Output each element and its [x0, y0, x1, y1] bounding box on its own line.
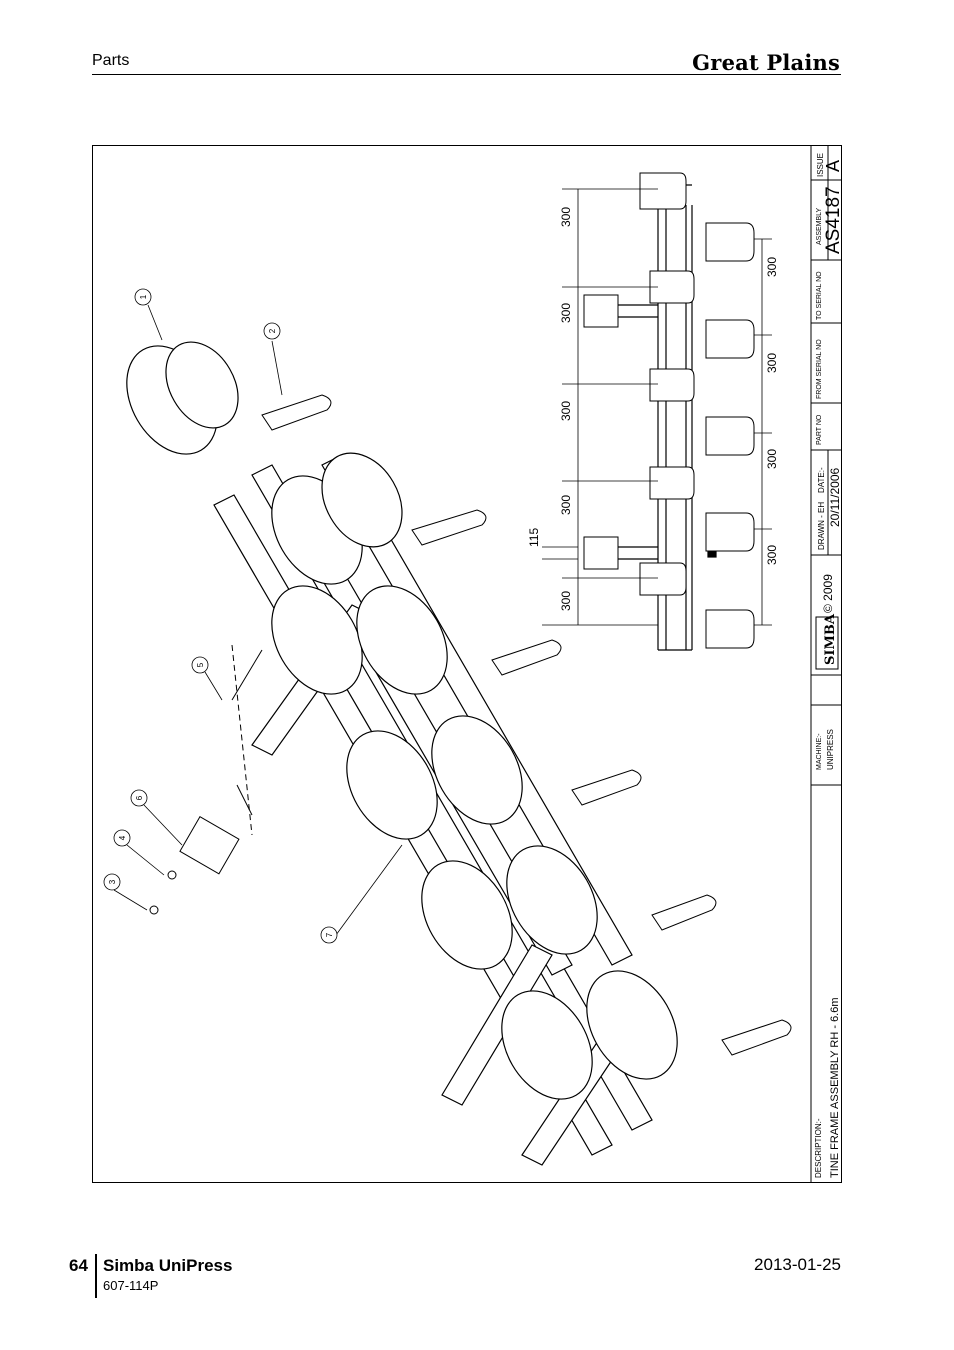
- svg-text:SIMBA: SIMBA: [823, 613, 838, 665]
- balloon-2: 2: [268, 328, 277, 333]
- title-date-label: DATE:-: [817, 467, 826, 493]
- balloon-7: 7: [325, 932, 334, 937]
- title-drawn-label: DRAWN - EH: [817, 502, 826, 550]
- page-number: 64: [69, 1256, 88, 1275]
- title-block: [810, 145, 842, 1183]
- title-to-serial-label: TO SERIAL NO: [816, 271, 823, 320]
- dim-offset: 115: [527, 528, 541, 547]
- balloon-4: 4: [118, 835, 127, 840]
- balloon-1: 1: [139, 294, 148, 299]
- plan-view-tines: [639, 172, 755, 649]
- leader-lines: [113, 304, 403, 936]
- simba-logo: SIMBA: [815, 613, 839, 670]
- dim-left-3: 300: [559, 401, 573, 421]
- fixing-parts: [149, 644, 263, 915]
- dim-right-1: 300: [765, 257, 779, 277]
- dimension-lines: [542, 188, 772, 626]
- title-description-label: DESCRIPTION:-: [814, 1118, 823, 1178]
- title-assembly-number: AS4187: [823, 186, 842, 254]
- dim-right-3: 300: [765, 449, 779, 469]
- dim-left-2: 300: [559, 303, 573, 323]
- title-machine-label: MACHINE:-: [816, 733, 823, 770]
- title-issue-label: ISSUE: [816, 153, 825, 177]
- drawing-border: [92, 145, 842, 1183]
- part-balloons: [103, 288, 338, 944]
- title-issue-value: A: [823, 160, 842, 172]
- footer-product-title: Simba UniPress: [103, 1256, 233, 1275]
- tine-points: [261, 394, 792, 1056]
- header-divider: [92, 74, 841, 75]
- title-from-serial-label: FROM SERIAL NO: [816, 339, 823, 399]
- title-description-value: TINE FRAME ASSEMBLY RH - 6.6m: [829, 997, 841, 1178]
- balloon-3: 3: [108, 879, 117, 884]
- footer-doc-code: 607-114P: [103, 1278, 159, 1293]
- dim-left-1: 300: [559, 207, 573, 227]
- balloon-5: 5: [196, 662, 205, 667]
- footer-divider: [95, 1254, 97, 1298]
- dim-left-5: 300: [559, 591, 573, 611]
- dim-right-4: 300: [765, 545, 779, 565]
- balloon-6: 6: [135, 795, 144, 800]
- drawing-canvas: ISSUE A ASSEMBLY AS4187 TO SERIAL NO FRO…: [92, 145, 842, 1183]
- parts-drawing: ISSUE A ASSEMBLY AS4187 TO SERIAL NO FRO…: [92, 145, 842, 1183]
- title-assembly-label: ASSEMBLY: [816, 207, 823, 245]
- title-copyright: © 2009: [821, 574, 835, 613]
- footer-date: 2013-01-25: [754, 1255, 841, 1274]
- header-section-label: Parts: [92, 52, 130, 69]
- title-part-no-label: PART NO: [816, 414, 823, 445]
- dim-left-4: 300: [559, 495, 573, 515]
- dim-right-2: 300: [765, 353, 779, 373]
- tine-units: [126, 341, 678, 1100]
- brand-logo: Great Plains: [692, 50, 840, 75]
- title-date-value: 20/11/2006: [828, 468, 842, 527]
- title-machine-value: UNIPRESS: [826, 729, 835, 770]
